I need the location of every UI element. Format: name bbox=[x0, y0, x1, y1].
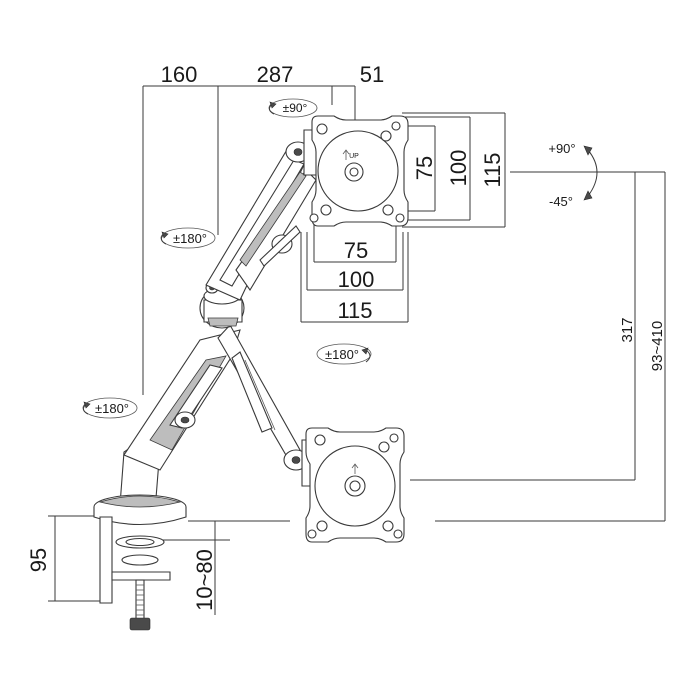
dim-vesa-h-100: 100 bbox=[338, 267, 375, 292]
desk-clamp bbox=[99, 516, 171, 631]
rotation-badge-joint-base: ±180° bbox=[82, 397, 138, 419]
rotation-joint-upper: ±180° bbox=[173, 231, 207, 246]
tilt-indicator: +90° -45° bbox=[548, 141, 598, 209]
dim-vesa-h-115: 115 bbox=[337, 298, 372, 323]
vesa-horizontal-lines bbox=[300, 225, 409, 323]
dim-51: 51 bbox=[360, 62, 384, 87]
height-dimension-lines bbox=[410, 171, 666, 522]
rotation-badge-joint-upper: ±180° bbox=[160, 227, 216, 249]
rotation-swivel-head: ±90° bbox=[283, 101, 308, 115]
rotation-badge-swivel-head: ±90° bbox=[268, 98, 318, 118]
clamp-dimension-lines bbox=[48, 515, 290, 615]
upper-up-label: UP bbox=[349, 153, 359, 160]
upper-arm bbox=[205, 147, 317, 301]
clamp-screw-threads bbox=[136, 584, 144, 616]
dim-287: 287 bbox=[257, 62, 294, 87]
upper-up-arrow-icon bbox=[342, 149, 350, 160]
tilt-arc-icon bbox=[587, 149, 598, 197]
base-pole bbox=[93, 439, 187, 526]
lower-arm bbox=[123, 329, 241, 471]
upper-vesa-plate: UP bbox=[309, 115, 409, 227]
lower-gas-spring-arm bbox=[217, 324, 301, 463]
dim-desk-thickness: 10~80 bbox=[192, 549, 217, 611]
rotation-tilt-up: +90° bbox=[548, 141, 575, 156]
dim-vesa-v-100: 100 bbox=[446, 150, 471, 187]
rotation-joint-base: ±180° bbox=[95, 401, 129, 416]
dim-vesa-v-115: 115 bbox=[480, 152, 505, 187]
lower-vesa-plate bbox=[305, 427, 405, 543]
lower-up-arrow-icon bbox=[351, 463, 359, 474]
rotation-badge-joint-middle: ±180° bbox=[316, 343, 372, 365]
dim-vesa-h-75: 75 bbox=[344, 238, 368, 263]
dim-317: 317 bbox=[619, 317, 636, 342]
dim-160: 160 bbox=[161, 62, 198, 87]
dim-95: 95 bbox=[26, 548, 51, 572]
rotation-joint-middle: ±180° bbox=[325, 347, 359, 362]
dim-height-range: 93~410 bbox=[649, 321, 666, 371]
top-dimension-lines bbox=[142, 85, 356, 395]
dim-vesa-v-75: 75 bbox=[412, 156, 437, 180]
rotation-tilt-down: -45° bbox=[549, 194, 573, 209]
